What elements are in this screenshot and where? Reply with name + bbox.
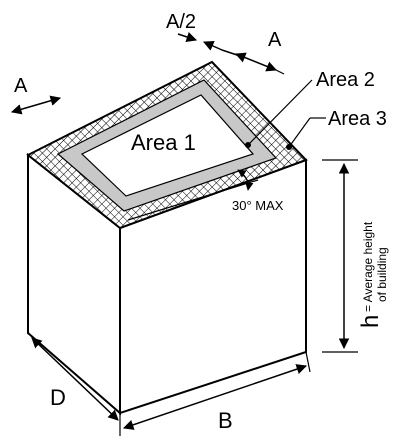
dim-h-symbol: h [357, 315, 384, 328]
roof-area1-zone [80, 94, 255, 197]
dim-h-desc-line1: = Average height [361, 221, 375, 312]
dim-a-top-label: A [268, 29, 282, 51]
dim-a-top-arrow [235, 52, 277, 72]
dim-a-half-label: A/2 [166, 11, 196, 33]
dim-a-half-arrow-left [177, 32, 197, 42]
dim-b-ext-right [305, 351, 311, 373]
area3-label: Area 3 [328, 108, 387, 130]
dim-b-arrow [123, 364, 307, 430]
angle-arc [237, 169, 254, 191]
area2-leader-line [247, 79, 313, 146]
dim-a-half-arrow-right [203, 41, 223, 51]
dim-a-left-label: A [14, 75, 28, 97]
dim-a-top-ext [275, 69, 285, 75]
dim-h-desc-line2: of building [375, 247, 389, 302]
dim-a-left-arrow [10, 95, 62, 115]
angle-label: 30° MAX [232, 198, 284, 213]
dim-d-label: D [50, 385, 66, 410]
area3-leader-dot [286, 144, 292, 150]
area2-leader-dot [245, 142, 251, 148]
dim-d-arrow [31, 337, 119, 421]
area2-label: Area 2 [316, 69, 375, 91]
angle-slope-line [127, 179, 259, 221]
area1-label: Area 1 [131, 130, 196, 155]
dim-b-label: B [218, 408, 233, 433]
area3-leader-line-diag [288, 117, 311, 148]
